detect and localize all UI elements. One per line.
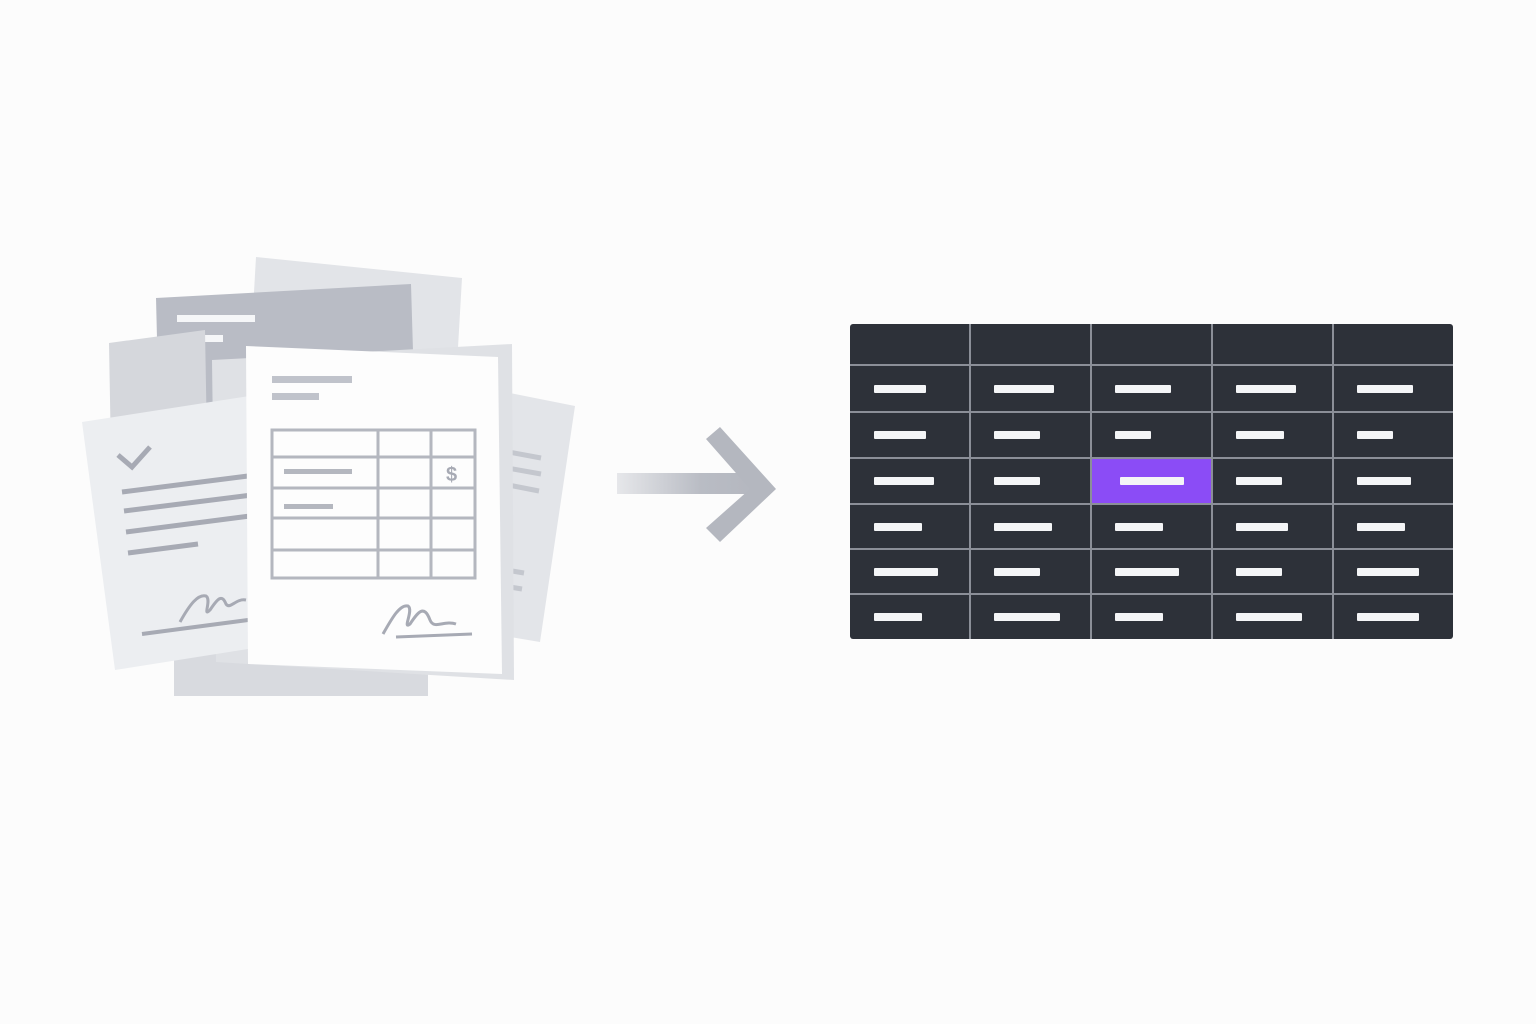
cell-value-placeholder — [874, 431, 926, 439]
cell-value-placeholder — [1236, 384, 1296, 393]
table-cell — [970, 412, 1091, 458]
arrow-right-icon — [617, 427, 776, 542]
table-cell — [1333, 549, 1453, 594]
table-header-cell — [1212, 324, 1333, 365]
table-grid-line-vertical — [969, 324, 971, 639]
cell-value-placeholder — [994, 522, 1052, 531]
table-row — [850, 549, 1453, 594]
table-grid-line-horizontal — [850, 593, 1453, 595]
cell-value-placeholder — [874, 384, 926, 393]
cell-value-placeholder — [1236, 431, 1284, 439]
cell-value-placeholder — [874, 477, 934, 485]
cell-value-placeholder — [1236, 477, 1282, 485]
invoice-row-line-2 — [284, 504, 333, 509]
table-cell-highlighted — [1091, 458, 1212, 504]
table-grid-line-vertical — [1332, 324, 1334, 639]
invoice-subtitle-line — [272, 393, 319, 400]
table-cell — [1212, 549, 1333, 594]
table-cell — [970, 594, 1091, 639]
table-grid-line-horizontal — [850, 503, 1453, 505]
table-cell — [1091, 504, 1212, 549]
table-cell — [1091, 412, 1212, 458]
cell-value-placeholder — [1357, 567, 1419, 576]
cell-value-placeholder — [1357, 612, 1419, 621]
cell-value-placeholder — [1236, 567, 1282, 576]
table-cell — [1212, 365, 1333, 412]
cell-value-placeholder — [994, 431, 1040, 439]
table-cell — [850, 504, 970, 549]
table-cell — [1091, 594, 1212, 639]
table-cell — [970, 504, 1091, 549]
table-cell — [850, 365, 970, 412]
header-line-1 — [177, 315, 255, 322]
table-cell — [850, 594, 970, 639]
table-header-cell — [970, 324, 1091, 365]
table-grid-line-horizontal — [850, 364, 1453, 366]
cell-value-placeholder — [1357, 384, 1413, 393]
table-grid-line-horizontal — [850, 457, 1453, 459]
cell-value-placeholder — [1357, 431, 1393, 439]
checkmark-icon — [116, 445, 152, 471]
table-header-row — [850, 324, 1453, 365]
data-table — [850, 324, 1453, 639]
paper-sheet-checklist — [82, 394, 292, 670]
table-cell — [850, 549, 970, 594]
table-row — [850, 365, 1453, 412]
table-cell — [1212, 594, 1333, 639]
table-row — [850, 458, 1453, 504]
table-grid-line-vertical — [1211, 324, 1213, 639]
cell-value-placeholder — [1236, 612, 1302, 621]
cell-value-placeholder — [1357, 477, 1411, 485]
table-grid-line-vertical — [1090, 324, 1092, 639]
table-cell — [1333, 504, 1453, 549]
cell-value-placeholder — [874, 567, 938, 576]
table-cell — [1212, 412, 1333, 458]
invoice-title-line — [272, 376, 352, 383]
table-header-cell — [850, 324, 970, 365]
cell-value-placeholder — [874, 522, 922, 531]
cell-value-placeholder — [874, 612, 922, 621]
table-row — [850, 594, 1453, 639]
table-grid-line-horizontal — [850, 411, 1453, 413]
table-cell — [1333, 365, 1453, 412]
table-row — [850, 412, 1453, 458]
table-cell — [970, 549, 1091, 594]
cell-value-placeholder — [994, 384, 1054, 393]
table-cell — [1333, 458, 1453, 504]
cell-value-placeholder — [1120, 477, 1184, 485]
invoice-row-line-1 — [284, 469, 352, 474]
cell-value-placeholder — [1115, 384, 1171, 393]
cell-value-placeholder — [994, 567, 1040, 576]
signature-icon — [178, 594, 247, 623]
table-cell — [1212, 504, 1333, 549]
cell-value-placeholder — [1115, 567, 1179, 576]
invoice-signature-icon — [381, 604, 457, 635]
dollar-icon: $ — [446, 464, 457, 486]
cell-value-placeholder — [994, 612, 1060, 621]
table-grid-line-horizontal — [850, 548, 1453, 550]
cell-value-placeholder — [1357, 522, 1405, 531]
cell-value-placeholder — [1115, 612, 1163, 621]
table-cell — [1212, 458, 1333, 504]
table-cell — [1333, 594, 1453, 639]
document-stack: $ — [82, 257, 575, 696]
invoice-sheet: $ — [246, 346, 502, 674]
table-cell — [1333, 412, 1453, 458]
table-cell — [1091, 365, 1212, 412]
cell-value-placeholder — [1115, 522, 1163, 531]
table-row — [850, 504, 1453, 549]
table-cell — [970, 458, 1091, 504]
invoice-table — [270, 428, 477, 580]
table-header-cell — [1333, 324, 1453, 365]
table-cell — [1091, 549, 1212, 594]
cell-value-placeholder — [1115, 431, 1151, 439]
table-cell — [970, 365, 1091, 412]
table-header-cell — [1091, 324, 1212, 365]
table-cell — [850, 412, 970, 458]
table-cell — [850, 458, 970, 504]
cell-value-placeholder — [1236, 522, 1288, 531]
cell-value-placeholder — [994, 477, 1040, 485]
